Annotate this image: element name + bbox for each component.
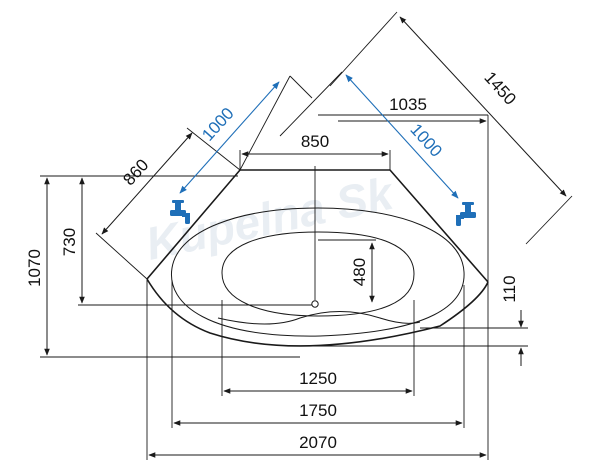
faucet-left-icon [170,200,190,224]
dim-1070: 1070 [25,249,44,287]
dim-850: 850 [301,132,329,151]
dim-730: 730 [60,228,79,256]
seat-contour [217,311,421,325]
dim-line-1450 [399,16,567,197]
faucet-right-icon [456,202,476,226]
dim-1250: 1250 [299,369,337,388]
dim-1000-right: 1000 [406,120,445,161]
dim-480: 480 [350,258,369,286]
dim-line-1000-left [179,81,280,194]
outer-basin [170,207,465,337]
inner-basin [221,231,415,317]
drain [311,300,319,308]
dim-1450: 1450 [480,68,519,109]
dim-line-860 [101,132,193,235]
dim-1000-left: 1000 [198,104,237,145]
dim-1035: 1035 [389,95,427,114]
dim-2070: 2070 [299,433,337,452]
dim-860: 860 [119,155,152,189]
dim-110: 110 [500,275,519,302]
watermark: Kupelna Sk [141,166,399,269]
dim-1750: 1750 [299,401,337,420]
